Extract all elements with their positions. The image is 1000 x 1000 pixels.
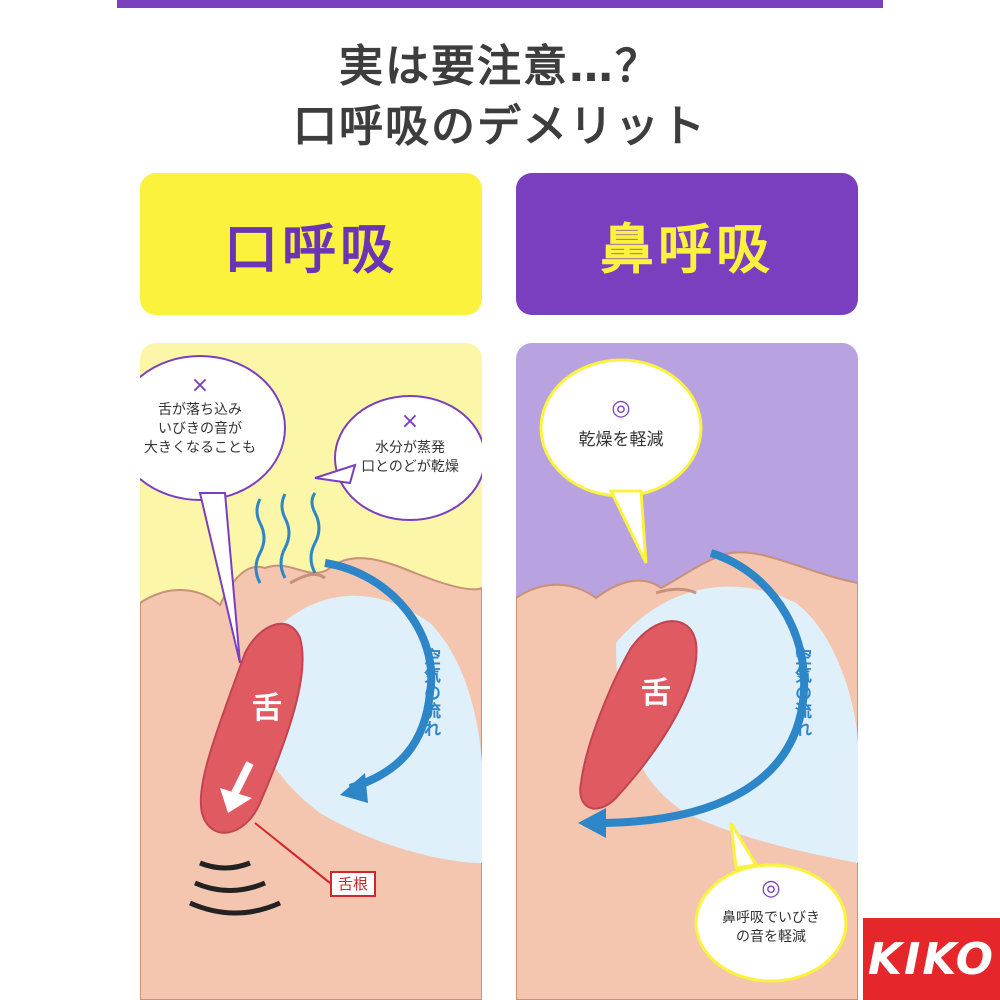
dry-bubble [539, 358, 703, 498]
nose-tongue-label: 舌 [641, 676, 671, 711]
mouth-breathing-header: 口呼吸 [140, 173, 482, 315]
tongue-bubble-tail [198, 492, 241, 664]
tongue-shape [199, 622, 304, 834]
water-bubble-x-mark: × [400, 409, 420, 434]
open-mouth [289, 572, 326, 585]
nose-breathing-header: 鼻呼吸 [516, 173, 858, 315]
dry-bubble-tail [608, 489, 648, 564]
nose-air-flow-label: 空気の流れ [791, 648, 811, 738]
mouth-air-flow-label: 空気の流れ [420, 648, 440, 738]
snore-wave-3 [188, 900, 282, 916]
mouth-breathing-panel: × 舌が落ち込み いびきの音が 大きくなることも × 水分が蒸発 口とのどが乾燥… [140, 343, 482, 1000]
water-bubble-line1: 水分が蒸発 [375, 440, 445, 456]
vapor-1 [254, 498, 266, 584]
tongue-bubble-x-mark: × [190, 373, 210, 398]
mouth-breathing-illustration [140, 355, 482, 1000]
closed-mouth [655, 587, 697, 595]
tongue-bubble [140, 355, 286, 501]
nose-breathing-illustration [516, 358, 858, 1000]
kiko-logo: KIKO [863, 918, 1000, 1000]
top-accent-bar [117, 0, 883, 8]
page-title-line1: 実は要注意…？ [339, 41, 661, 92]
vapor-2 [279, 493, 291, 579]
tongue-root-label: 舌根 [330, 871, 377, 897]
tongue-drop-arrow [231, 761, 254, 795]
tongue-bubble-line3: 大きくなることも [144, 440, 256, 456]
air-flow-arrow [595, 549, 809, 827]
water-bubble-text: 水分が蒸発 口とのどが乾燥 [340, 439, 480, 477]
tongue-bubble-text: 舌が落ち込み いびきの音が 大きくなることも [140, 401, 275, 458]
dry-bubble-circle-mark: ◎ [611, 396, 631, 421]
nose-breathing-panel: ◎ 乾燥を軽減 空気の流れ 舌 ◎ 鼻呼吸でいびき の音を軽減 [516, 343, 858, 1000]
water-bubble [334, 395, 482, 521]
snore-bubble-circle-mark: ◎ [761, 876, 781, 901]
mouth-tongue-label: 舌 [252, 691, 282, 726]
snore-bubble-line1: 鼻呼吸でいびき [722, 910, 820, 926]
tongue-bubble-line1: 舌が落ち込み [158, 402, 242, 418]
page-title-line2: 口呼吸のデメリット [293, 101, 707, 152]
air-flow-arrow [324, 559, 436, 792]
snore-bubble-tail [729, 822, 759, 870]
root-pointer-2 [279, 842, 331, 884]
snore-wave-2 [194, 880, 266, 893]
water-bubble-tail [314, 463, 357, 485]
air-flow-arrowhead [578, 808, 606, 838]
snore-bubble-line2: の音を軽減 [736, 929, 806, 945]
snore-bubble [694, 863, 848, 983]
water-bubble-line2: 口とのどが乾燥 [361, 459, 459, 475]
tongue-drop-arrowhead [220, 788, 252, 813]
snore-bubble-text: 鼻呼吸でいびき の音を軽減 [701, 909, 841, 947]
air-flow-arrowhead [340, 773, 368, 803]
tongue-shape [579, 620, 698, 810]
dry-bubble-text: 乾燥を軽減 [578, 430, 664, 450]
snore-wave-1 [199, 860, 251, 871]
vapor-3 [309, 492, 321, 574]
tongue-bubble-line2: いびきの音が [158, 421, 242, 437]
